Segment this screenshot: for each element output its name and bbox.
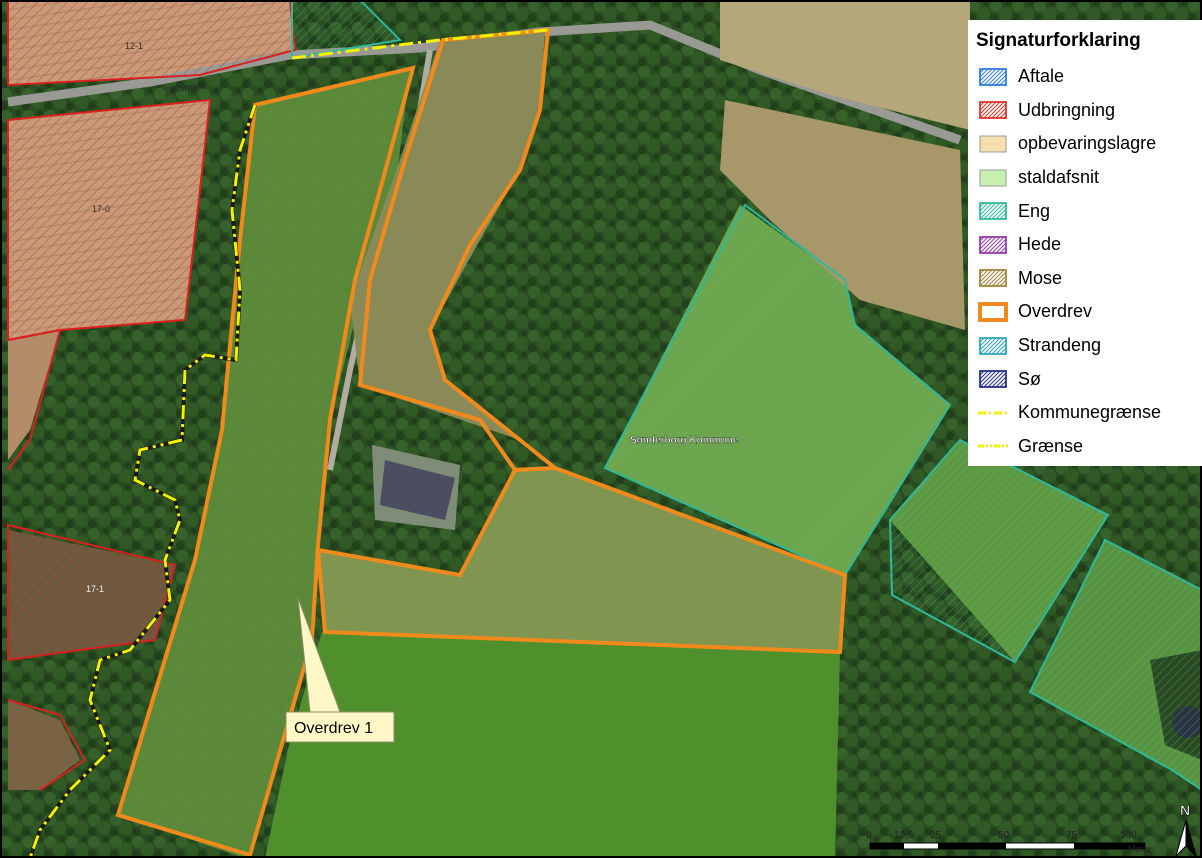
municipality-label: Sønderborg Kommune xyxy=(630,435,739,446)
scale-label-0: 0 xyxy=(866,830,872,841)
legend-item-label: Kommunegrænse xyxy=(1018,402,1162,423)
legend-item-label: Aftale xyxy=(1018,66,1065,87)
legend-item-staldafsnit: staldafsnit xyxy=(976,161,1202,195)
legend-item-label: Grænse xyxy=(1018,435,1084,456)
legend-item-eng: Eng xyxy=(976,194,1202,228)
legend-item-label: Strandeng xyxy=(1018,335,1102,356)
legend-symbol-dashdot-icon xyxy=(978,411,1008,415)
legend-item-label: Sø xyxy=(1018,368,1042,389)
scale-label-1: 12,5 xyxy=(894,830,914,841)
legend-item-label: Hede xyxy=(1018,234,1062,255)
scale-label-2: 25 xyxy=(930,830,942,841)
legend-item-udbringning: Udbringning xyxy=(976,94,1202,128)
legend-item-label: staldafsnit xyxy=(1018,167,1100,188)
legend-item-label: opbevaringslagre xyxy=(1018,133,1157,154)
legend-symbol-hatch-icon xyxy=(979,202,1007,220)
legend-item-strandeng: Strandeng xyxy=(976,329,1202,363)
legend-symbol-outline-icon xyxy=(978,301,1008,322)
legend-item-sø: Sø xyxy=(976,362,1202,396)
parcel-label-17-1: 17-1 xyxy=(86,584,104,594)
scale-label-unit: Meter xyxy=(1128,844,1151,854)
scale-label-5: 100 xyxy=(1120,830,1137,841)
legend-symbol-hatch-icon xyxy=(979,336,1007,355)
callout-label: Overdrev 1 xyxy=(294,720,373,737)
legend-item-label: Overdrev xyxy=(1018,301,1093,322)
north-arrow-icon: N xyxy=(1175,802,1197,858)
legend-item-hede: Hede xyxy=(976,228,1202,262)
legend-symbol-hatch-icon xyxy=(979,68,1007,86)
north-label: N xyxy=(1180,802,1190,818)
legend-item-label: Udbringning xyxy=(1018,99,1116,120)
legend-symbol-dashdotdot-icon xyxy=(978,444,1008,448)
legend-item-label: Mose xyxy=(1018,267,1063,288)
legend-item-kommunegrænse: Kommunegrænse xyxy=(976,396,1202,430)
parcel-label-12-1: 12-1 xyxy=(125,41,143,51)
legend-symbol-hatch-icon xyxy=(979,269,1007,288)
legend-symbol-fill-icon xyxy=(979,169,1007,187)
legend-item-mose: Mose xyxy=(976,262,1202,296)
callout-box xyxy=(285,711,395,743)
legend-item-grænse: Grænse xyxy=(976,430,1202,464)
legend-item-opbevaringslagre: opbevaringslagre xyxy=(976,127,1202,161)
legend-item-aftale: Aftale xyxy=(976,60,1202,94)
scale-bar: 0 12,5 25 50 75 100 Meter xyxy=(866,830,1151,854)
parcel-label-17-0: 17-0 xyxy=(92,204,110,214)
legend-symbol-hatch-icon xyxy=(979,370,1007,388)
scale-label-3: 50 xyxy=(998,830,1010,841)
legend-symbol-fill-icon xyxy=(979,135,1007,153)
legend-symbol-hatch-icon xyxy=(979,236,1007,254)
legend-title: Signaturforklaring xyxy=(976,30,1141,51)
legend-item-overdrev: Overdrev xyxy=(976,295,1202,329)
legend-symbol-hatch-icon xyxy=(979,101,1007,120)
legend-item-label: Eng xyxy=(1018,200,1051,221)
scale-label-4: 75 xyxy=(1066,830,1078,841)
